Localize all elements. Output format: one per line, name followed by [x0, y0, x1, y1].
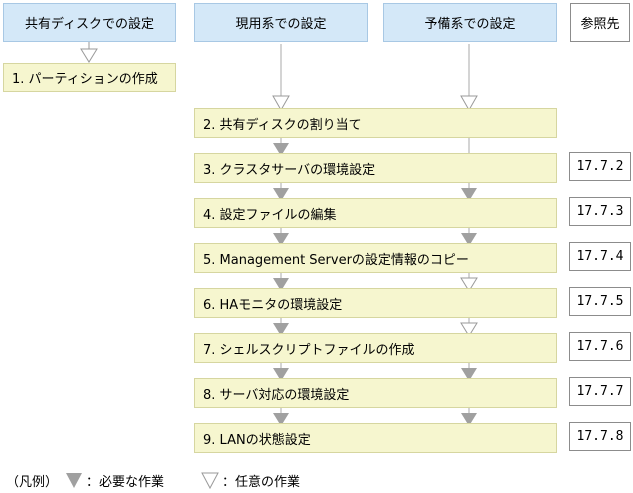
reference-step-7: 17.7.6	[569, 332, 631, 361]
reference-step-5: 17.7.4	[569, 242, 631, 271]
legend-required-arrow	[66, 473, 82, 488]
header-reference: 参照先	[570, 3, 630, 42]
required-arrow	[273, 368, 289, 381]
header-shared-disk: 共有ディスクでの設定	[3, 3, 176, 42]
optional-arrow	[80, 48, 98, 63]
required-arrow	[273, 413, 289, 426]
reference-step-3: 17.7.2	[569, 152, 631, 181]
optional-arrow	[460, 277, 478, 292]
required-arrow	[461, 188, 477, 201]
required-arrow	[461, 233, 477, 246]
step-9-box: 9. LANの状態設定	[194, 423, 557, 453]
required-arrow	[273, 233, 289, 246]
header-active-system: 現用系での設定	[194, 3, 368, 42]
legend-required-label: ：必要な作業	[86, 475, 165, 490]
required-arrow	[461, 413, 477, 426]
reference-step-9: 17.7.8	[569, 422, 631, 451]
optional-arrow	[460, 322, 478, 337]
step-7-box: 7. シェルスクリプトファイルの作成	[194, 333, 557, 363]
optional-arrow	[272, 95, 290, 112]
required-arrow	[273, 143, 289, 156]
reference-step-6: 17.7.5	[569, 287, 631, 316]
required-arrow	[273, 278, 289, 291]
legend-optional-label: ：任意の作業	[222, 475, 301, 490]
legend-prefix: （凡例）	[6, 475, 59, 490]
required-arrow	[273, 188, 289, 201]
legend-optional-arrow	[201, 472, 219, 490]
step-2-box: 2. 共有ディスクの割り当て	[194, 108, 557, 138]
header-standby-system: 予備系での設定	[383, 3, 557, 42]
step-6-box: 6. HAモニタの環境設定	[194, 288, 557, 318]
required-arrow	[273, 323, 289, 336]
step-5-box: 5. Management Serverの設定情報のコピー	[194, 243, 557, 273]
step-3-box: 3. クラスタサーバの環境設定	[194, 153, 557, 183]
reference-step-8: 17.7.7	[569, 377, 631, 406]
step-8-box: 8. サーバ対応の環境設定	[194, 378, 557, 408]
required-arrow	[461, 368, 477, 381]
step-4-box: 4. 設定ファイルの編集	[194, 198, 557, 228]
reference-step-4: 17.7.3	[569, 197, 631, 226]
optional-arrow	[460, 95, 478, 112]
step-1-box: 1. パーティションの作成	[3, 63, 176, 92]
